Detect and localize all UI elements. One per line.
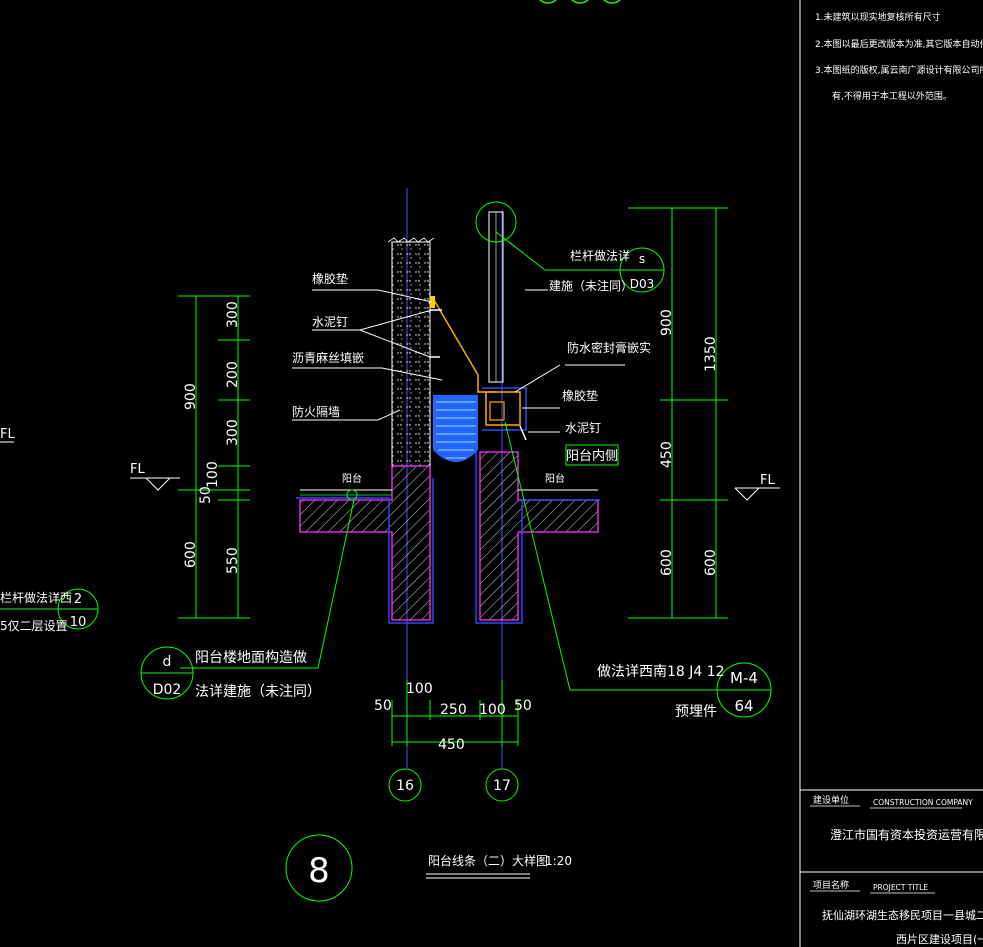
dim-right-600b: 600 [703, 549, 719, 576]
fl-far-left-text: FL [0, 427, 15, 442]
top-fragment-marks [539, 0, 621, 4]
axis-16-label: 16 [396, 778, 414, 794]
dim-left-300: 300 [225, 301, 241, 328]
right-structure-hatch [475, 450, 600, 624]
callout-d-d02: d D02 [140, 646, 194, 700]
rubber-pad-right-label: 橡胶垫 [562, 388, 598, 403]
balcony-inside-label: 阳台内侧 [566, 448, 618, 464]
axis-bubble-16: 16 [388, 768, 422, 802]
detail-number-bubble: 8 [285, 834, 353, 902]
right-dimension-texts: 900 450 1350 600 600 [659, 309, 719, 576]
dim-left-50: 50 [198, 486, 214, 504]
balcony-left-label: 阳台 [342, 472, 362, 485]
fl-left-text: FL [130, 462, 145, 477]
firewall-label: 防火隔墙 [292, 404, 340, 419]
drawing-title: 阳台线条（二）大样图 1:20 [426, 853, 572, 879]
balcony-marker-circle [346, 489, 358, 501]
fl-marker-left: FL [130, 462, 180, 491]
callout-m4-bottom: 64 [734, 697, 753, 715]
drawing-scale-text: 1:20 [545, 854, 572, 868]
right-dimensions [628, 207, 728, 619]
callout-left-bottom: 10 [70, 615, 87, 630]
dim-right-450: 450 [659, 441, 675, 468]
callout-m4-top: M-4 [730, 669, 758, 687]
asphalt-hemp-fill [433, 395, 478, 462]
dim-left-550: 550 [225, 547, 241, 574]
balcony-right-label: 阳台 [545, 472, 565, 485]
dim-right-900: 900 [659, 309, 675, 336]
bottom-dimension-texts: 50 100 250 100 50 450 [374, 681, 532, 753]
rubber-pad-left-label: 橡胶垫 [312, 271, 348, 286]
dim-left-200: 200 [225, 361, 241, 388]
method-ref-label: 做法详西南18 J4 12 [597, 664, 725, 680]
builder-name: 澄江市国有资本投资运营有限责任公司 [830, 827, 983, 842]
title-block-text: 建设单位 CONSTRUCTION COMPANY 澄江市国有资本投资运营有限责… [810, 794, 983, 946]
callout-s-bottom: D03 [630, 277, 655, 291]
left-concrete-wall [387, 237, 435, 467]
builder-en: CONSTRUCTION COMPANY [873, 798, 973, 807]
left-partial-text-1: 栏杆做法详西 [0, 590, 72, 605]
leader-lines [292, 289, 625, 433]
note-3: 3.本图纸的版权,属云南广源设计有限公司所 [815, 64, 983, 76]
dim-bottom-50a: 50 [374, 698, 392, 714]
dim-left-100: 100 [205, 461, 221, 488]
dim-left-600: 600 [183, 541, 199, 568]
right-railing-wall [488, 211, 504, 383]
flashing-details [430, 296, 527, 441]
dim-bottom-250: 250 [440, 702, 467, 718]
callout-left-top: 2 [74, 592, 82, 607]
embedded-label: 预埋件 [675, 704, 717, 720]
bottom-dimensions [391, 680, 519, 746]
construction-note-label: 建施（未注同） [549, 278, 633, 293]
general-notes: 1.未建筑以现实地复核所有尺寸 2.本图以最后更改版本为准,其它版本自动作 3.… [815, 11, 983, 102]
title-block-frame [799, 0, 983, 947]
callout-s-d03: s D03 [619, 247, 665, 293]
left-partial-text-2: 5仅二层设置 [0, 619, 68, 633]
dim-left-900: 900 [183, 383, 199, 410]
note-4: 有,不得用于本工程以外范围。 [832, 90, 952, 102]
callout-left-ref: 2 10 [0, 588, 99, 630]
balcony-inside-box: 阳台内侧 [565, 444, 619, 466]
project-name-2: 西片区建设项目(一期) [896, 932, 983, 946]
floor-construction-label: 阳台楼地面构造做 [195, 650, 307, 666]
floor-construction-label-2: 法详建施（未注同） [195, 684, 321, 700]
callout-m4: M-4 64 [716, 662, 772, 718]
project-name: 抚仙湖环湖生态移民项目一县城二号安置区 [822, 908, 983, 922]
left-structure-hatch [296, 465, 434, 624]
green-leader-lines [180, 231, 718, 691]
dim-bottom-100b: 100 [479, 702, 506, 718]
axis-17-label: 17 [493, 778, 511, 794]
project-label: 项目名称 [813, 879, 849, 891]
fl-right-text: FL [760, 473, 775, 488]
axis-bubble-17: 17 [485, 768, 519, 802]
dim-right-1350: 1350 [703, 336, 719, 372]
dim-bottom-100a: 100 [406, 681, 433, 697]
detail-number: 8 [308, 851, 330, 891]
note-1: 1.未建筑以现实地复核所有尺寸 [815, 11, 941, 23]
drawing-title-text: 阳台线条（二）大样图 [428, 853, 548, 868]
builder-label: 建设单位 [813, 794, 849, 806]
cement-nail-right-label: 水泥钉 [565, 421, 601, 435]
railing-detail-circle [475, 201, 517, 243]
dim-bottom-50b: 50 [514, 698, 532, 714]
railing-method-label: 栏杆做法详 [570, 248, 630, 263]
project-en: PROJECT TITLE [873, 883, 928, 892]
dim-left-300b: 300 [225, 419, 241, 446]
dim-right-600a: 600 [659, 549, 675, 576]
left-dimension-texts: 300 200 300 100 50 550 900 600 [183, 301, 241, 574]
note-2: 2.本图以最后更改版本为准,其它版本自动作 [815, 38, 983, 50]
callout-s-top: s [639, 252, 645, 266]
left-dimensions [178, 295, 250, 619]
callout-d-bottom: D02 [153, 682, 182, 698]
fl-marker-right: FL [734, 473, 780, 501]
waterproof-seal-label: 防水密封膏嵌实 [567, 340, 651, 355]
cement-nail-left-label: 水泥钉 [312, 315, 348, 329]
dim-bottom-450: 450 [438, 737, 465, 753]
asphalt-hemp-label: 沥青麻丝填嵌 [292, 350, 364, 365]
callout-d-top: d [163, 654, 172, 670]
annotation-labels: 橡胶垫 水泥钉 沥青麻丝填嵌 防火隔墙 栏杆做法详 建施（未注同） 防水密封膏嵌… [292, 248, 651, 485]
